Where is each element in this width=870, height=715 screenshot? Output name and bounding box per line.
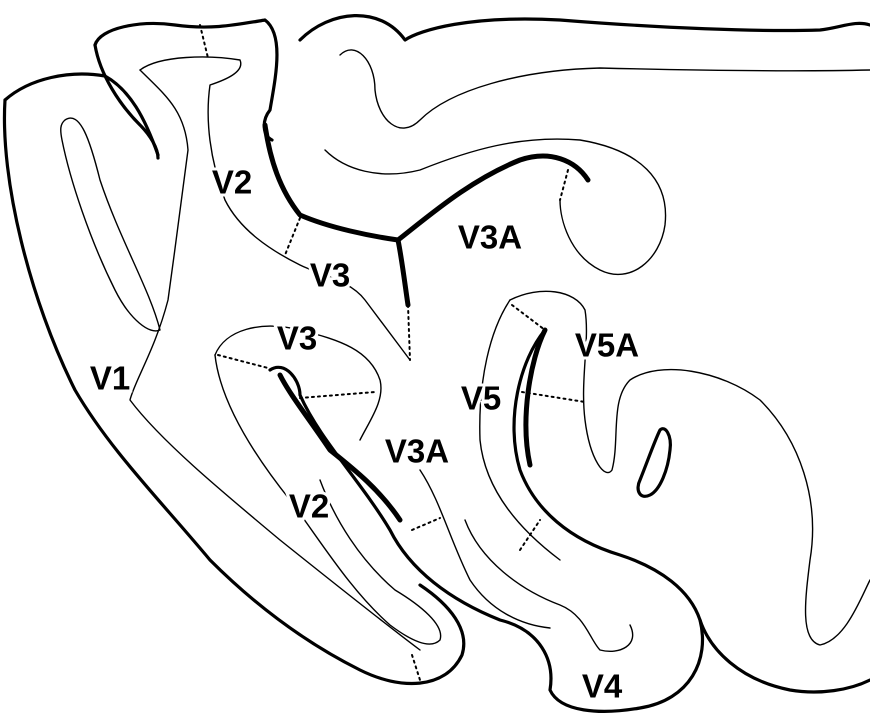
label-v3a-upper: V3A [458,219,522,256]
area-labels: V1 V2 V2 V3 V3 V3A V3A V4 V5 V5A [90,164,639,705]
label-v3-upper: V3 [310,257,350,294]
border-v3-lower-left [218,355,268,368]
v5-inner-contour [510,291,870,645]
v5-fold-outline [638,429,670,497]
border-v3a-anterior [560,170,568,200]
border-v5-v5a-upper [512,305,545,330]
border-v2-v3-upper [285,218,300,255]
v1-mid-contour [130,70,420,650]
parieto-occipital-sulcus [265,125,588,240]
border-v1-v2-bottom [412,655,420,680]
border-v1-v2-top [200,25,208,58]
inferior-surface-outline [270,367,703,711]
sulcus-descending-branch [398,240,408,305]
label-v5: V5 [461,380,501,417]
v4-inner-contour [465,520,633,651]
border-v5-v5a-lower [522,392,585,402]
label-v2-lower: V2 [289,488,329,525]
label-v5a: V5A [575,327,639,364]
v1-inner-contour [61,118,160,331]
label-v4: V4 [582,668,623,705]
v5-stem-contour [480,300,560,560]
v5-sulcus [526,330,545,465]
label-v3-lower: V3 [277,320,317,357]
border-v3-lower-right [300,392,375,398]
lateral-sulcus-outline [514,330,870,692]
areal-borders [200,25,585,680]
label-v1: V1 [90,360,130,397]
label-v3a-lower: V3A [385,433,449,470]
dorsal-inner-contour [340,50,870,128]
white-matter-boundaries [61,50,870,651]
border-v3a-v4 [412,518,440,530]
label-v2-upper: V2 [212,164,252,201]
calcarine-lip-outline [95,45,158,158]
border-v4-v5 [520,520,540,550]
pial-surface-outlines [4,16,870,712]
dorsal-surface-outline [300,16,870,40]
upper-gyrus-outline [95,20,277,140]
border-v3-v3a-upper [408,305,410,360]
